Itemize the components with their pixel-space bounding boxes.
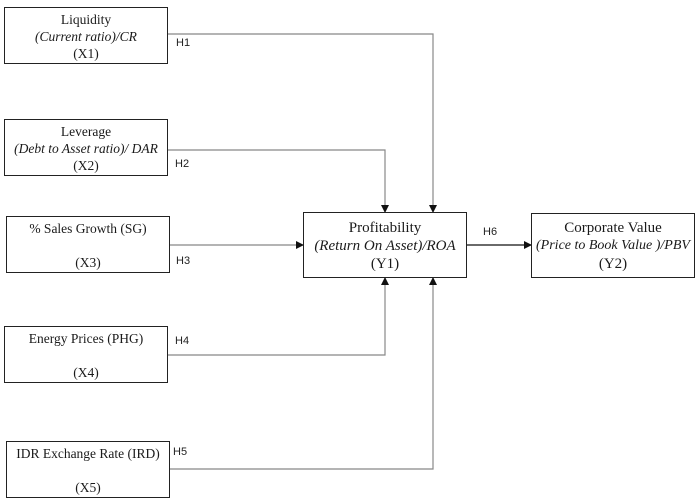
node-title: Corporate Value <box>564 220 662 236</box>
hypothesis-label-h2: H2 <box>175 158 190 170</box>
node-code: (X4) <box>73 365 99 380</box>
hypothesis-label-h4: H4 <box>175 335 190 347</box>
node-code: (X1) <box>73 46 99 61</box>
node-title: Energy Prices (PHG) <box>28 331 144 346</box>
node-code: (X3) <box>75 255 101 270</box>
node-title: IDR Exchange Rate (IRD) <box>16 446 160 461</box>
node-sales-growth-x3: % Sales Growth (SG) (X3) <box>6 216 170 273</box>
hypothesis-label-h1: H1 <box>176 37 191 49</box>
edge-h4 <box>168 277 389 356</box>
node-subtitle: (Debt to Asset ratio)/ DAR <box>14 141 158 156</box>
node-energy-prices-x4: Energy Prices (PHG) (X4) <box>4 326 168 383</box>
node-exchange-rate-x5: IDR Exchange Rate (IRD) (X5) <box>6 441 170 498</box>
node-profitability-y1: Profitability (Return On Asset)/ROA (Y1) <box>303 212 467 278</box>
node-title: Liquidity <box>60 12 112 27</box>
node-liquidity-x1: Liquidity (Current ratio)/CR (X1) <box>4 7 168 64</box>
node-code: (Y2) <box>598 256 628 272</box>
hypothesis-label-h3: H3 <box>176 255 191 267</box>
node-code: (X2) <box>73 158 99 173</box>
node-title: % Sales Growth (SG) <box>29 221 147 236</box>
hypothesis-label-h5: H5 <box>173 446 188 458</box>
node-title: Leverage <box>60 124 112 139</box>
edge-h2 <box>168 149 389 213</box>
node-leverage-x2: Leverage (Debt to Asset ratio)/ DAR (X2) <box>4 119 168 176</box>
node-code: (Y1) <box>370 256 400 272</box>
hypothesis-label-h6: H6 <box>483 226 498 238</box>
node-subtitle: (Current ratio)/CR <box>35 29 137 44</box>
node-corporate-value-y2: Corporate Value (Price to Book Value )/P… <box>531 213 695 278</box>
node-subtitle: (Return On Asset)/ROA <box>314 238 456 254</box>
edge-h5 <box>170 277 437 470</box>
edge-h1 <box>168 33 437 213</box>
node-title: Profitability <box>348 220 422 236</box>
node-subtitle: (Price to Book Value )/PBV <box>536 238 690 253</box>
node-code: (X5) <box>75 480 101 495</box>
